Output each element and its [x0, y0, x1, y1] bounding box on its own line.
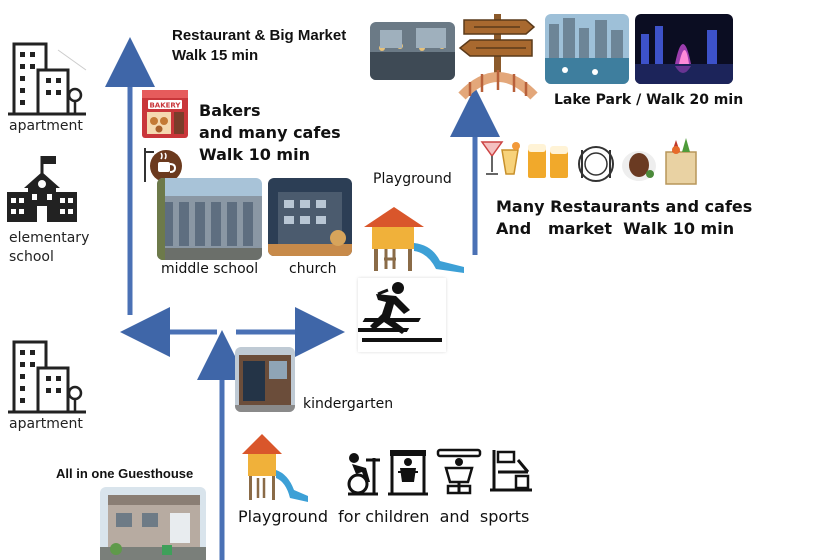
beer-icon	[526, 140, 572, 182]
apartment-icon	[8, 42, 87, 116]
exercise-bike-icon	[344, 448, 384, 496]
middle-school-photo	[157, 178, 262, 260]
cocktail-icon	[480, 136, 522, 180]
restaurants-label: Many Restaurants and cafes And market Wa…	[496, 196, 752, 240]
leg-press-icon	[488, 446, 534, 494]
signpost-icon	[456, 10, 540, 102]
lake-park-photo-day	[545, 14, 629, 84]
playground-bottom-label: Playground for children and sports	[238, 507, 530, 526]
kindergarten-label: kindergarten	[303, 396, 394, 412]
middle-school-label: middle school	[161, 261, 259, 277]
skating-icon	[336, 278, 446, 352]
church-photo	[268, 178, 352, 256]
guesthouse-photo	[100, 487, 206, 560]
bakers-line2: and many cafes	[199, 123, 341, 142]
bakery-sign-text: BAKERY	[149, 102, 181, 110]
restaurants-line1: Many Restaurants and cafes	[496, 197, 753, 216]
grocery-icon	[662, 136, 702, 186]
guesthouse-label: All in one Guesthouse	[56, 466, 194, 481]
elementary-school-label: elementary school	[9, 230, 90, 265]
apartment-icon-top	[8, 40, 88, 120]
apartment-label-top: apartment	[9, 118, 83, 134]
apartment-icon	[8, 340, 86, 414]
restaurant-market-line1: Restaurant & Big Market	[172, 27, 347, 44]
apartment-label-bottom: apartment	[9, 416, 83, 432]
dining-icon	[576, 144, 616, 184]
bakers-label: Bakers and many cafes Walk 10 min	[199, 100, 341, 166]
playground-icon-bottom	[240, 432, 310, 504]
cafe-icon	[142, 146, 184, 186]
restaurant-market-label: Restaurant & Big Market Walk 15 min	[172, 26, 346, 66]
church-label: church	[289, 261, 337, 277]
bakers-line1: Bakers	[199, 101, 261, 120]
playground-icon-top	[360, 205, 470, 275]
bakery-icon: BAKERY	[140, 88, 190, 140]
chest-press-icon	[434, 446, 484, 496]
kindergarten-photo	[235, 347, 295, 412]
school-icon	[4, 152, 80, 228]
weight-machine-icon	[386, 448, 430, 496]
bakers-line3: Walk 10 min	[199, 145, 310, 164]
restaurants-line2: And market Walk 10 min	[496, 219, 735, 238]
steak-icon	[620, 144, 658, 184]
lake-park-photo-night	[635, 14, 733, 84]
playground-top-label: Playground	[373, 171, 452, 187]
restaurant-photo	[370, 22, 455, 80]
restaurant-market-line2: Walk 15 min	[172, 47, 259, 64]
apartment-icon-bottom	[8, 338, 88, 418]
lake-park-label: Lake Park / Walk 20 min	[554, 92, 744, 108]
